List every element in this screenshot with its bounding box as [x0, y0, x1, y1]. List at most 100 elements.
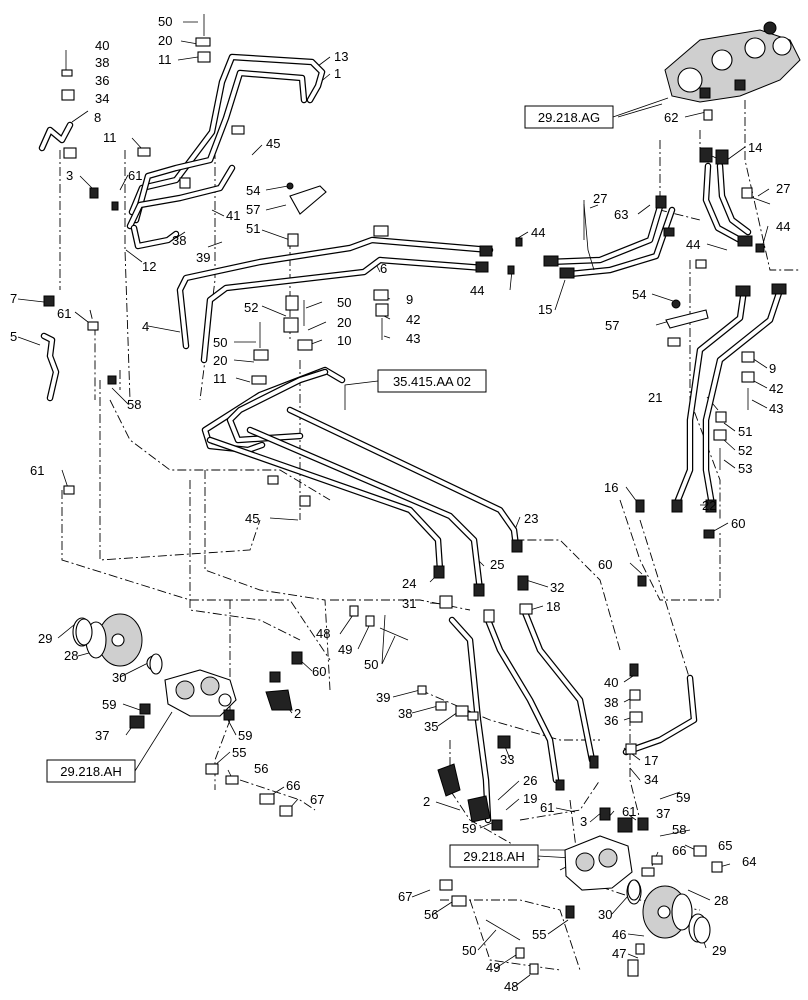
callout: 56: [254, 761, 268, 776]
callout: 61: [30, 463, 44, 478]
callout: 30: [598, 907, 612, 922]
leader-lines: [17, 21, 770, 988]
callout: 20: [337, 315, 351, 330]
callout: 42: [406, 312, 420, 327]
callout: 62: [664, 110, 678, 125]
o-rings: [75, 618, 711, 944]
callout: 57: [246, 202, 260, 217]
callout: 39: [196, 250, 210, 265]
callout: 51: [246, 221, 260, 236]
callout: 13: [334, 49, 348, 64]
callout: 67: [310, 792, 324, 807]
callout: 58: [127, 397, 141, 412]
callout: 6: [380, 261, 387, 276]
callout: 43: [769, 401, 783, 416]
callout: 63: [614, 207, 628, 222]
callout: 54: [632, 287, 646, 302]
callout: 55: [532, 927, 546, 942]
callout: 17: [644, 753, 658, 768]
callout: 36: [95, 73, 109, 88]
ref-label[interactable]: 29.218.AH: [60, 764, 121, 779]
callout: 48: [316, 626, 330, 641]
callout: 66: [672, 843, 686, 858]
callout: 55: [232, 745, 246, 760]
ref-label[interactable]: 29.218.AG: [538, 110, 600, 125]
callout: 10: [337, 333, 351, 348]
callout-labels: 50 20 11 13 1 40 38 36 34 8 11 45 3 61 5…: [10, 14, 790, 994]
callout: 35: [424, 719, 438, 734]
callout: 15: [538, 302, 552, 317]
callout: 52: [738, 443, 752, 458]
callout: 22: [702, 498, 716, 513]
callout: 11: [103, 130, 117, 145]
hardware-parts: [43, 14, 787, 977]
callout: 61: [540, 800, 554, 815]
ref-box-29-218-ah-left[interactable]: 29.218.AH: [46, 711, 173, 783]
callout: 18: [546, 599, 560, 614]
callout: 26: [523, 773, 537, 788]
ref-box-35-415-aa-02[interactable]: 35.415.AA 02: [344, 369, 487, 410]
callout: 50: [462, 943, 476, 958]
callout: 24: [402, 576, 416, 591]
callout: 50: [337, 295, 351, 310]
callout: 45: [266, 136, 280, 151]
callout: 33: [500, 752, 514, 767]
callout: 21: [648, 390, 662, 405]
callout: 29: [712, 943, 726, 958]
callout: 3: [580, 814, 587, 829]
callout: 27: [776, 181, 790, 196]
callout: 44: [776, 219, 790, 234]
ref-label[interactable]: 35.415.AA 02: [393, 374, 471, 389]
callout: 34: [644, 772, 658, 787]
callout: 20: [158, 33, 172, 48]
callout: 9: [406, 292, 413, 307]
callout: 42: [769, 381, 783, 396]
callout: 65: [718, 838, 732, 853]
callout: 37: [656, 806, 670, 821]
callout: 49: [486, 960, 500, 975]
callout: 59: [462, 821, 476, 836]
callout: 40: [95, 38, 109, 53]
callout: 51: [738, 424, 752, 439]
callout: 7: [10, 291, 17, 306]
tube-lines: [38, 53, 784, 824]
callout: 59: [676, 790, 690, 805]
callout: 9: [769, 361, 776, 376]
callout: 2: [294, 706, 301, 721]
callout: 39: [376, 690, 390, 705]
callout: 23: [524, 511, 538, 526]
hydraulic-pump-top: [664, 21, 801, 103]
callout: 38: [172, 233, 186, 248]
callout: 37: [95, 728, 109, 743]
callout: 20: [213, 353, 227, 368]
callout: 58: [672, 822, 686, 837]
callout: 44: [470, 283, 484, 298]
ref-box-29-218-ag[interactable]: 29.218.AG: [524, 97, 669, 129]
callout: 53: [738, 461, 752, 476]
callout: 61: [128, 168, 142, 183]
callout: 50: [213, 335, 227, 350]
callout: 31: [402, 596, 416, 611]
callout: 28: [64, 648, 78, 663]
ref-box-29-218-ah-right[interactable]: 29.218.AH: [449, 844, 573, 868]
callout: 8: [94, 110, 101, 125]
callout: 40: [604, 675, 618, 690]
callout: 60: [598, 557, 612, 572]
callout: 43: [406, 331, 420, 346]
callout: 4: [142, 319, 149, 334]
ref-label[interactable]: 29.218.AH: [463, 849, 524, 864]
callout: 28: [714, 893, 728, 908]
callout: 50: [364, 657, 378, 672]
callout: 32: [550, 580, 564, 595]
callout: 49: [338, 642, 352, 657]
callout: 67: [398, 889, 412, 904]
callout: 30: [112, 670, 126, 685]
callout: 44: [686, 237, 700, 252]
callout: 27: [593, 191, 607, 206]
callout: 57: [605, 318, 619, 333]
callout: 34: [95, 91, 109, 106]
callout: 3: [66, 168, 73, 183]
callout: 1: [334, 66, 341, 81]
callout: 46: [612, 927, 626, 942]
callout: 2: [423, 794, 430, 809]
